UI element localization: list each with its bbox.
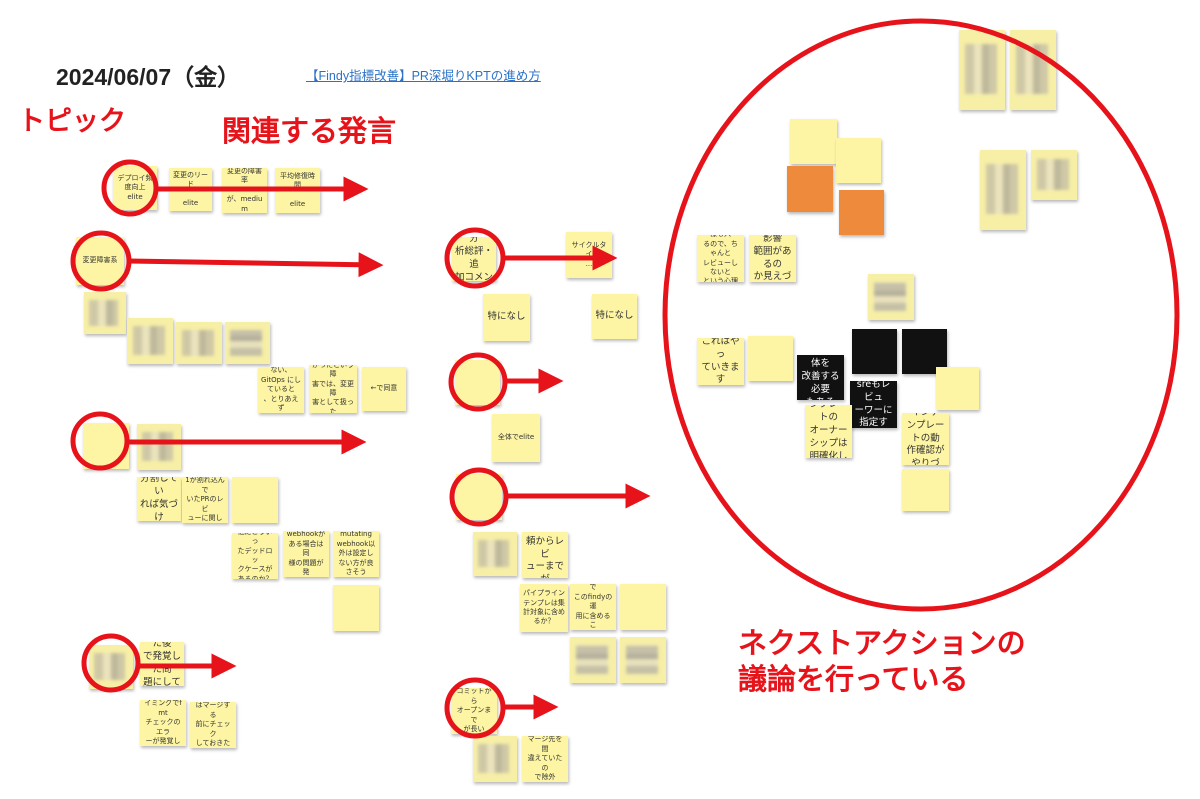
blurred-sticky-note[interactable] (980, 150, 1026, 230)
next-action-annotation-line1: ネクストアクションの (738, 626, 1026, 660)
sticky-note[interactable]: マージされたタ イミングでfmt チェックのエラ ーが発覚してい るのが問題 (140, 700, 186, 746)
blurred-sticky-note[interactable] (225, 322, 270, 364)
sticky-note[interactable]: 本番を壊さない、 GitOps にしていると 、とりあえず 戻す (258, 367, 304, 413)
sticky-note[interactable]: ←で同意 (362, 367, 406, 411)
blurred-sticky-note[interactable] (1031, 150, 1077, 200)
blurred-sticky-note[interactable] (959, 30, 1005, 110)
sticky-note[interactable] (620, 584, 666, 630)
topic-sticky[interactable] (456, 474, 502, 520)
topic-sticky-commit-to-open[interactable]: コミットから オープンまで が長い (451, 688, 497, 734)
sticky-note[interactable] (836, 138, 881, 183)
sticky-note[interactable]: どこまで影響 範囲があるの か見えづらい (749, 235, 796, 282)
blurred-sticky-note[interactable] (620, 637, 666, 683)
black-sticky-note[interactable] (852, 329, 897, 374)
blurred-sticky-note[interactable] (570, 637, 616, 683)
blurred-sticky-note[interactable] (84, 292, 126, 334)
blurred-sticky-note[interactable] (127, 318, 173, 364)
blurred-sticky-note[interactable] (473, 532, 517, 576)
black-sticky-note[interactable]: コード自体を 改善する必要 もある (797, 355, 844, 400)
sticky-note[interactable]: サイクルタイ ... (566, 232, 612, 278)
sticky-note[interactable]: MLOps方針で このfindyの運 用に含めるこ とはできる (570, 584, 616, 630)
sticky-note[interactable]: 平均修復時間 elite (275, 168, 320, 213)
blurred-topic-sticky[interactable] (89, 645, 133, 689)
sticky-note[interactable] (790, 119, 837, 164)
blurred-sticky-note[interactable] (1010, 30, 1056, 110)
topic-sticky[interactable] (455, 360, 500, 405)
sticky-note[interactable]: 全体でelite (492, 414, 540, 462)
arrow (127, 252, 384, 278)
next-action-annotation-line2: 議論を行っている (738, 662, 969, 696)
orange-sticky-note[interactable] (787, 166, 833, 212)
sticky-note[interactable]: 特になし (483, 294, 530, 341)
sticky-note[interactable]: fmtについて はマージする 前にチェック しておきたい (190, 702, 236, 748)
sticky-note[interactable] (748, 336, 793, 381)
topic-sticky-devops-analysis[interactable]: devops分 析総評・追 加コメント (452, 237, 496, 281)
black-sticky-note[interactable]: ml- sreもレビュ ーワーに指定す る (850, 381, 897, 428)
topic-annotation-label: トピック (18, 106, 126, 137)
blurred-sticky-note[interactable] (176, 322, 222, 364)
sticky-note[interactable] (936, 367, 979, 410)
topic-sticky-change-failure[interactable]: 変更障害系 (76, 237, 124, 285)
orange-sticky-note[interactable] (839, 190, 884, 235)
topic-sticky[interactable] (83, 423, 129, 469)
sticky-note[interactable] (232, 477, 278, 523)
sticky-note[interactable]: マージした後 で発覚した問 題にしていた (140, 642, 184, 686)
sticky-note[interactable] (902, 469, 949, 511)
sticky-note[interactable] (333, 585, 379, 631)
blurred-sticky-note[interactable] (868, 274, 914, 320)
sticky-note[interactable]: パイプライン テンプレは集 計対象に含め るか？ (520, 584, 568, 632)
next-action-ellipse (662, 18, 1180, 612)
sticky-note[interactable]: これはやっ ていきます (697, 338, 744, 385)
topic-sticky-deploy-frequency[interactable]: デプロイ頻度向上 elite (113, 166, 157, 210)
sticky-note[interactable]: マージ先を間 違えていたの で除外 (522, 736, 568, 782)
sticky-note[interactable]: mutating webhook以 外は設定し ない方が良 さそう (333, 531, 379, 577)
sticky-note[interactable]: PRの粒度を 分割してい れば気づけ たのでは？ (137, 477, 181, 521)
sticky-note[interactable]: mutating webhookが ある場合は同 様の問題が発 生する？ (283, 531, 329, 577)
page-date: 2024/06/07（金） (56, 64, 241, 90)
related-remarks-annotation-label: 関連する発言 (222, 114, 397, 148)
sticky-note[interactable]: レビュー依 頼からレビ ューまでが 長かった (522, 532, 568, 578)
blurred-sticky-note[interactable] (137, 424, 181, 470)
sticky-note[interactable]: 変更のリード elite (169, 168, 212, 211)
blurred-sticky-note[interactable] (473, 736, 517, 782)
sticky-note[interactable]: Replicas 1が割れ込んで いたPRのレビ ューに関して (182, 477, 228, 523)
sticky-note[interactable]: 想定できていな かったという障 害では、変更障 害として扱った 方が良いのでは (309, 365, 357, 413)
sticky-note[interactable]: 変更の障害率 が、medium (222, 168, 267, 213)
sticky-note[interactable]: 他にこういっ たデッドロッ クケースが あるのか？ (232, 533, 278, 579)
sticky-note[interactable]: 特になし (592, 294, 637, 339)
document-link[interactable]: 【Findy指標改善】PR深堀りKPTの進め方 (306, 69, 541, 83)
sticky-note[interactable]: 他チームの様も入 るので、ちゃんと レビューしないと という心理もある (697, 235, 744, 282)
